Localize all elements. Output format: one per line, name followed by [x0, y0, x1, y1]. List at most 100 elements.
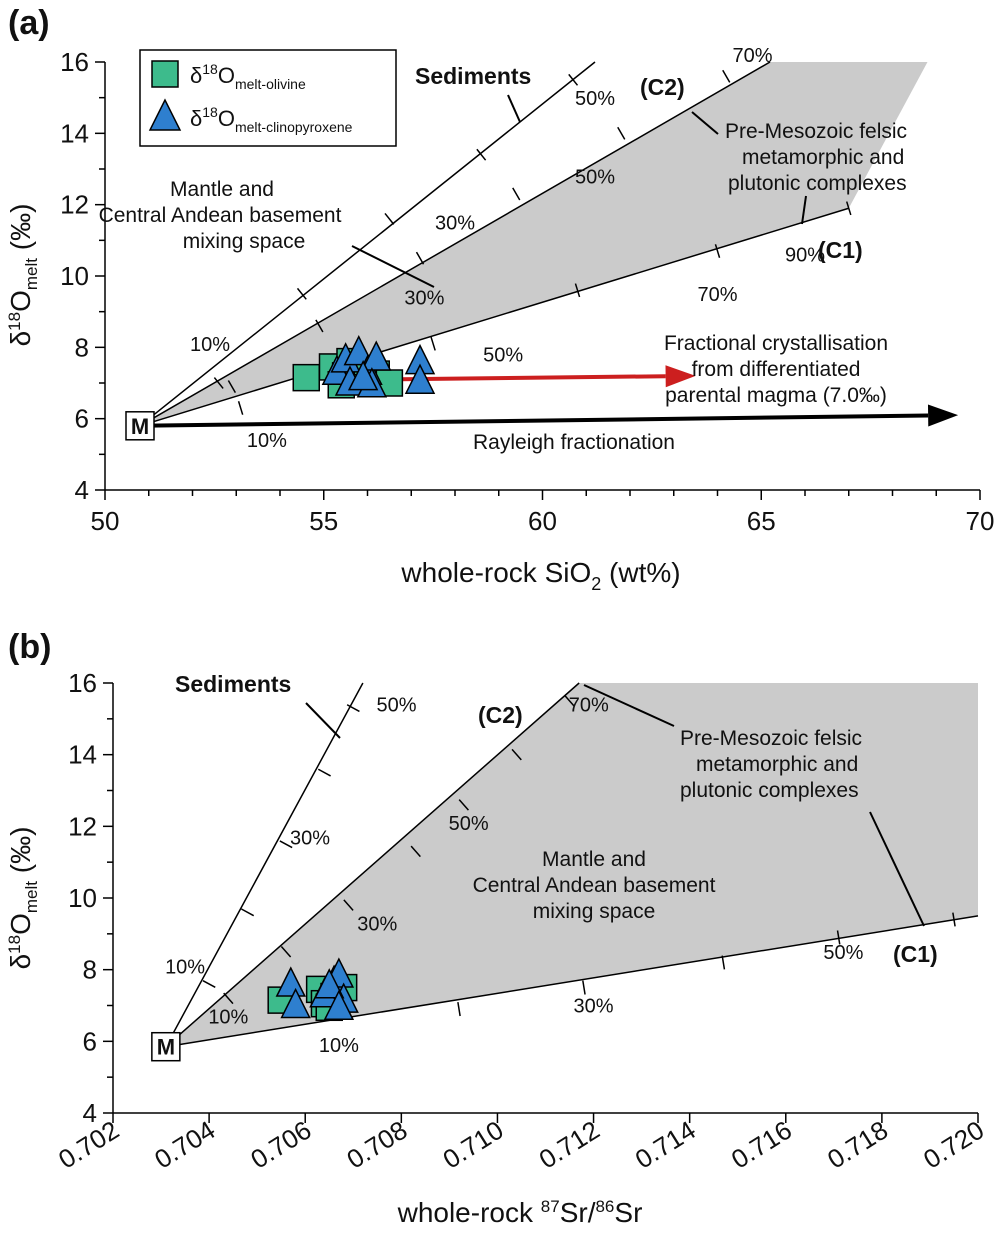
curve-2-percent-label-3: 90% — [785, 245, 825, 267]
curve-1-tick-3 — [512, 187, 521, 201]
shaded-mixing-region — [140, 62, 928, 426]
x-tick-label-4: 0.710 — [438, 1115, 509, 1175]
x-tick-label-1: 55 — [309, 506, 338, 536]
legend-clinopyroxene-marker — [148, 98, 182, 131]
annotation-c1: (C1) — [818, 237, 863, 263]
mixing-curve-1 — [165, 682, 580, 1048]
x-tick-label-5: 0.712 — [534, 1115, 605, 1175]
panel-b-label: (b) — [8, 628, 51, 666]
mantle-marker-box — [125, 411, 155, 441]
annotation-b-c2: (C2) — [478, 702, 523, 728]
curve-0-tick-0 — [202, 980, 216, 988]
panel-a-mixing-curves: 10%30%50%30%50%70%10%50%70%90% — [139, 45, 852, 452]
curve-2-tick-1 — [582, 980, 586, 995]
leader-mixing — [351, 245, 435, 288]
x-tick-label-6: 0.714 — [630, 1115, 701, 1175]
annotation-sediments: Sediments — [415, 63, 531, 89]
mantle-marker-label: M — [131, 414, 149, 439]
y-tick-label-3: 10 — [60, 261, 89, 291]
curve-2-percent-label-2: 50% — [823, 942, 863, 964]
annotation-mixing-3: mixing space — [183, 230, 306, 253]
arrow-black-head — [927, 404, 959, 427]
curve-2-tick-3 — [836, 930, 841, 945]
curve-2-tick-1 — [430, 336, 436, 351]
curve-0-percent-label-1: 30% — [435, 213, 475, 235]
curve-1-tick-5 — [511, 748, 522, 761]
clinopyroxene-point-9 — [347, 359, 379, 391]
panel-b-data-points: M — [151, 957, 359, 1062]
curve-1-percent-label-2: 70% — [732, 45, 772, 67]
curve-2-percent-label-1: 30% — [574, 996, 614, 1018]
curve-0-percent-label-2: 50% — [575, 88, 615, 110]
x-tick-label-3: 65 — [747, 506, 776, 536]
panel-a-arrows — [139, 365, 959, 428]
olivine-point-0 — [292, 363, 320, 392]
clinopyroxene-point-2 — [343, 335, 374, 366]
y-tick-label-1: 6 — [75, 404, 89, 434]
panel-a-legend: δ18Omelt-olivine δ18Omelt-clinopyroxene — [139, 49, 397, 147]
annotation-b-sediments: Sediments — [175, 671, 291, 697]
clinopyroxene-point-0 — [275, 966, 307, 997]
panel-a: (a) 10%30%50%30%50%70%10%50%70%90% M 468… — [5, 4, 994, 594]
curve-2-percent-label-0: 10% — [247, 430, 287, 452]
x-tick-label-8: 0.718 — [822, 1115, 893, 1175]
leader-felsic-c2 — [691, 111, 719, 135]
y-tick-label-5: 14 — [60, 118, 89, 148]
annotation-b-c1: (C1) — [893, 941, 938, 967]
leader-sediments — [507, 94, 521, 123]
curve-1-tick-1 — [315, 319, 324, 333]
mixing-curve-2 — [139, 207, 849, 427]
annotation-fc-3: parental magma (7.0‰) — [665, 384, 887, 407]
y-tick-label-2: 8 — [83, 955, 97, 985]
clinopyroxene-point-8 — [404, 363, 436, 394]
leader-b-sediments — [305, 702, 341, 739]
legend-olivine-marker — [151, 60, 179, 88]
y-tick-label-3: 10 — [68, 883, 97, 913]
annotation-fc-2: from differentiated — [692, 358, 861, 381]
annotation-rayleigh: Rayleigh fractionation — [473, 431, 675, 454]
annotation-felsic-1: Pre-Mesozoic felsic — [725, 120, 907, 143]
curve-1-percent-label-3: 70% — [569, 695, 609, 717]
curve-1-percent-label-0: 30% — [404, 288, 444, 310]
curve-0-tick-4 — [346, 704, 360, 713]
curve-0-percent-label-0: 10% — [190, 334, 230, 356]
y-tick-label-1: 6 — [83, 1026, 97, 1056]
panel-a-data-points: M — [125, 335, 436, 441]
curve-0-tick-4 — [568, 73, 579, 86]
curve-2-tick-2 — [574, 283, 581, 298]
curve-1-percent-label-2: 50% — [449, 813, 489, 835]
curve-1-tick-0 — [223, 992, 234, 1005]
annotation-b-felsic-1: Pre-Mesozoic felsic — [680, 727, 862, 750]
panel-a-x-axis-title: whole-rock SiO2 (wt%) — [400, 557, 680, 594]
annotation-b-mixing-3: mixing space — [533, 900, 656, 923]
mantle-marker-box — [151, 1031, 181, 1062]
curve-1-percent-label-1: 30% — [357, 913, 397, 935]
curve-0-tick-0 — [213, 377, 224, 389]
annotation-b-felsic-2: metamorphic and — [696, 753, 858, 776]
annotation-mixing-1: Mantle and — [170, 178, 274, 201]
curve-0-percent-label-1: 30% — [290, 827, 330, 849]
mixing-curve-2 — [165, 915, 979, 1048]
curve-0-tick-3 — [476, 148, 487, 161]
curve-2-tick-0 — [457, 1002, 461, 1017]
shaded-mixing-region — [165, 683, 979, 1047]
curve-0-tick-2 — [279, 840, 293, 849]
curve-1-percent-label-1: 50% — [575, 166, 615, 188]
annotation-c2: (C2) — [640, 74, 685, 100]
curve-1-tick-6 — [564, 695, 575, 707]
x-tick-label-7: 0.716 — [726, 1115, 797, 1175]
annotation-b-mixing-1: Mantle and — [542, 848, 646, 871]
leader-felsic-c1 — [801, 195, 807, 225]
curve-0-tick-1 — [241, 908, 255, 917]
curve-2-tick-0 — [237, 401, 244, 415]
mixing-curve-0 — [165, 682, 364, 1048]
clinopyroxene-point-7 — [323, 989, 355, 1021]
panel-b-shaded-mixing-region — [165, 683, 979, 1047]
arrow-black-shaft — [139, 413, 929, 428]
curve-1-percent-label-0: 10% — [208, 1006, 248, 1028]
y-tick-label-6: 16 — [68, 668, 97, 698]
panel-a-label: (a) — [8, 4, 50, 42]
arrow-red-shaft — [389, 374, 666, 382]
mixing-curve-0 — [139, 61, 596, 427]
